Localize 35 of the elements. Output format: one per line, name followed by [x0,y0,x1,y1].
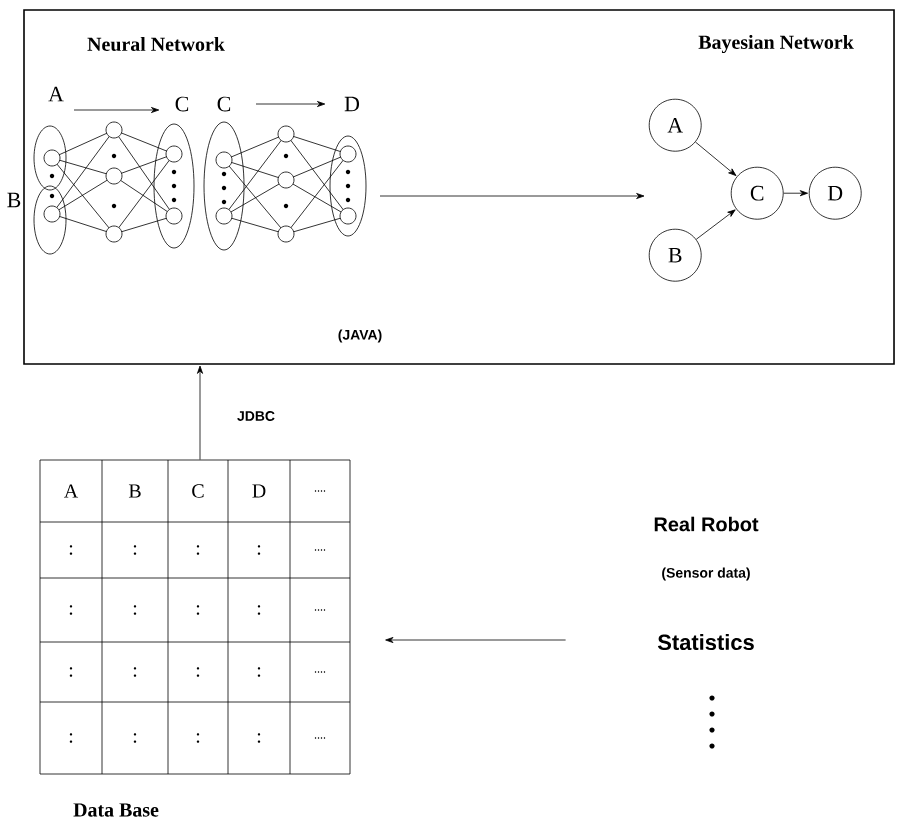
layer-label: A [48,86,64,102]
table-cell-text: : [196,667,200,677]
arrow [783,190,808,197]
table-cell-text: : [257,733,261,743]
arrow [197,365,203,460]
table-cell-text: : [69,605,73,615]
table-cell-text: : [196,545,200,555]
table-cell-text: : [69,733,73,743]
table-cell-text: A [64,484,79,498]
table-cell-text: C [192,484,204,498]
table-cell-text: : [257,605,261,615]
table-cell-text: : [69,667,73,677]
source-title: Statistics [657,633,754,651]
table-cell-text: B [128,484,141,498]
source-title: Real Robot [654,516,759,532]
table-cell-text: : [69,545,73,555]
table-cell-text: : [133,545,137,555]
layer-label: D [344,96,360,112]
table-cell-text: D [252,484,266,498]
table-cell-text: : [133,733,137,743]
table-cell-text: : [257,667,261,677]
layer-label: C [175,96,189,112]
table-caption: Data Base [73,803,159,817]
arrow [695,141,737,176]
table-cell-text: : [133,605,137,615]
table-cell-text: : [257,545,261,555]
table-cell-text: : [196,733,200,743]
section-heading: Bayesian Network [698,34,854,54]
arrow [695,209,736,240]
table-cell-text: : [133,667,137,677]
layer-label: C [217,96,231,112]
section-heading: Neural Network [87,36,225,52]
arrow [379,193,645,199]
table-cell-text: : [196,605,200,615]
arrow [385,637,566,643]
